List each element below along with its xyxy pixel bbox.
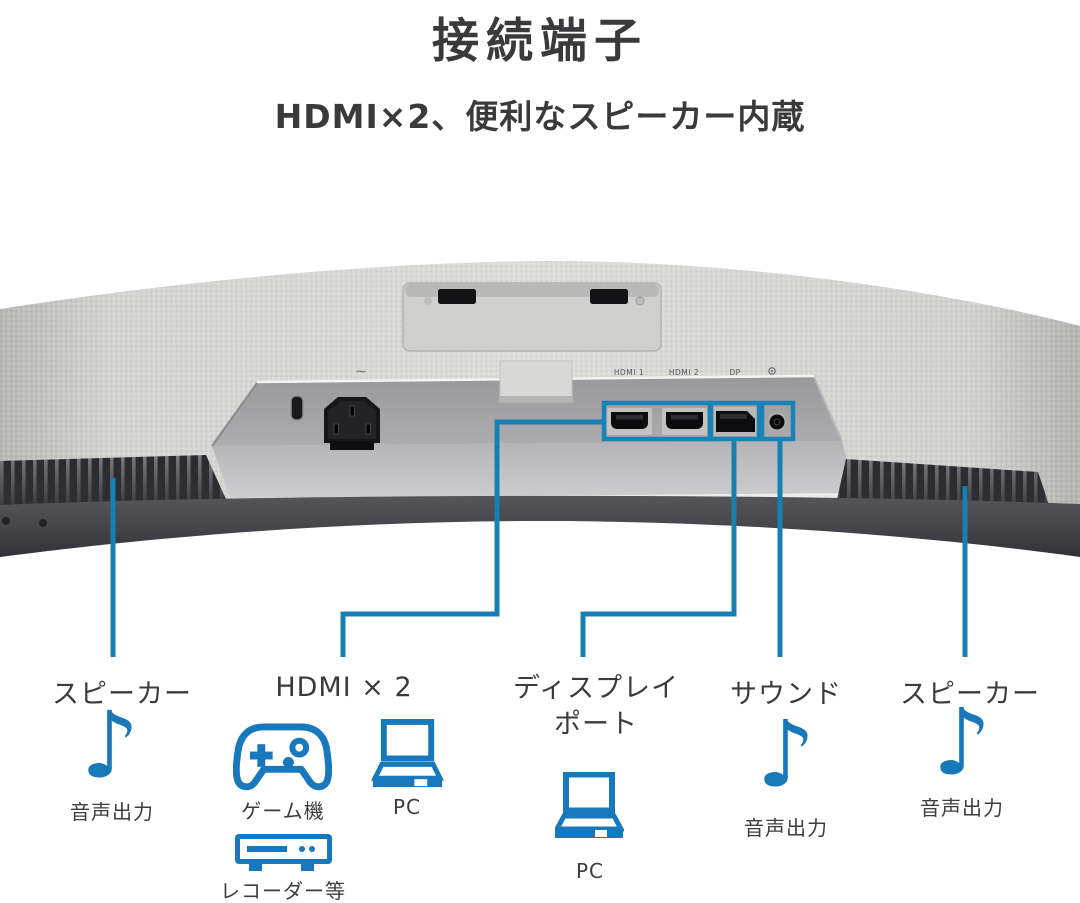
audio-jack [767,412,787,432]
caption-game-console: ゲーム機 [241,799,325,823]
displayport-port [712,407,758,436]
stand-release-tab [499,360,573,403]
caption-audio-output-sound: 音声出力 [744,816,828,840]
callout-line-hdmi [340,419,604,657]
audio-highlight-box [759,400,796,442]
label-speaker-right: スピーカー [900,679,1040,710]
music-note-icon: ♪ [80,692,140,799]
engraved-label-dp: DP [729,368,740,377]
game-controller-icon [233,723,332,791]
label-displayport: ディスプレイ ポート [486,671,706,743]
caption-pc-hdmi: PC [392,795,422,819]
label-displayport-line1: ディスプレイ [512,673,680,704]
laptop-icon [371,719,444,788]
caption-pc-displayport: PC [575,859,605,883]
displayport-highlight-box [708,400,762,442]
hdmi-port-2 [662,408,707,435]
recorder-icon [235,834,332,871]
line-out-icon [768,367,776,375]
vesa-slot-right [590,289,628,304]
caption-recorder: レコーダー等 [220,879,346,903]
power-inlet [324,397,380,450]
vesa-mount-recess [402,282,662,352]
page-subtitle: HDMI×2、便利なスピーカー内蔵 [274,97,806,136]
caption-audio-output-right: 音声出力 [920,796,1004,820]
hdmi-port-1 [607,408,652,435]
bottom-edge-band [0,495,1080,557]
music-note-icon-right: ♪ [932,689,992,796]
laptop-icon-displayport [555,772,624,838]
music-note-icon-sound: ♪ [756,701,816,808]
label-sound: サウンド [730,679,842,710]
callout-line-displayport [580,441,737,657]
caption-audio-output-left: 音声出力 [70,800,154,824]
label-speaker-left: スピーカー [52,679,192,710]
engraved-label-hdmi1: HDMI 1 [614,368,644,377]
label-displayport-line2: ポート [554,709,638,740]
vesa-slot-left [438,289,476,304]
engraved-label-hdmi2: HDMI 2 [669,368,699,377]
label-hdmi: HDMI × 2 [275,672,413,703]
ac-power-symbol: ~ [355,364,367,380]
kensington-lock-slot [290,395,304,421]
page-title: 接続端子 [432,14,648,69]
